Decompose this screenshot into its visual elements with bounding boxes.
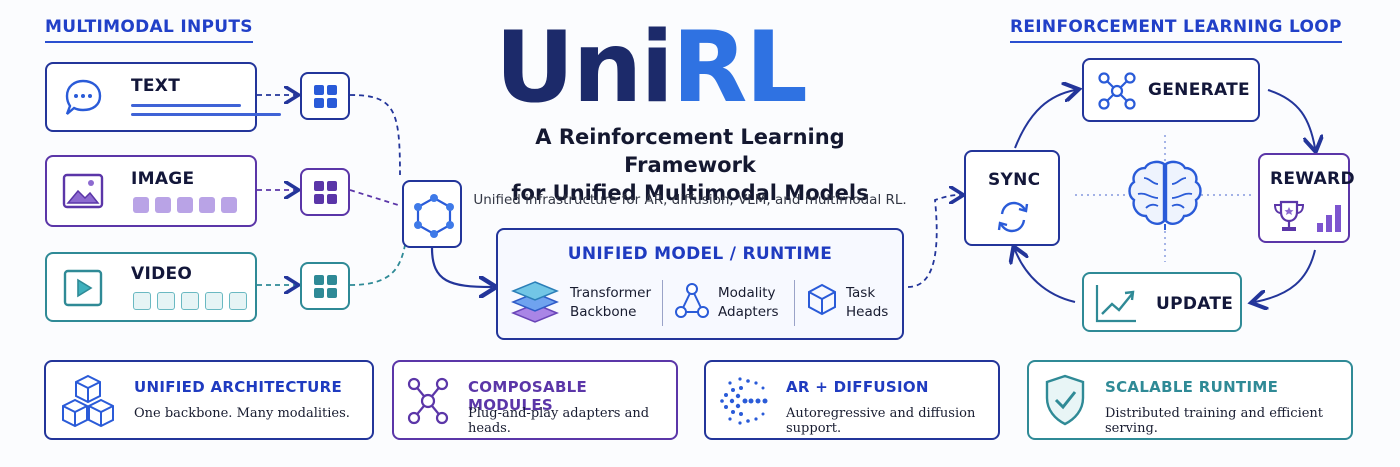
play-icon xyxy=(61,266,105,314)
runtime-item-line: Adapters xyxy=(718,304,779,320)
card-desc: One backbone. Many modalities. xyxy=(134,406,350,421)
reward-node[interactable]: REWARD xyxy=(1258,153,1355,243)
grid-icon xyxy=(313,274,339,304)
input-text-box[interactable]: TEXT xyxy=(45,62,281,132)
title-uni: Uni xyxy=(495,11,674,125)
dot-spiral-icon xyxy=(718,374,772,432)
rl-loop-heading: REINFORCEMENT LEARNING LOOP xyxy=(1010,17,1342,43)
video-token-4 xyxy=(205,292,223,310)
stacked-cubes-icon xyxy=(58,372,118,436)
molecule-network-icon xyxy=(1096,70,1138,116)
image-token-3 xyxy=(177,197,193,213)
sync-node[interactable]: SYNC xyxy=(964,150,1060,246)
chat-bubble-icon xyxy=(61,76,105,124)
subtitle-line-1: A Reinforcement Learning Framework xyxy=(535,125,845,177)
sync-label: SYNC xyxy=(988,170,1041,190)
card-scalable-runtime[interactable]: SCALABLE RUNTIME Distributed training an… xyxy=(1027,360,1353,440)
subtitle: A Reinforcement Learning Framework for U… xyxy=(470,123,910,207)
input-label-video: VIDEO xyxy=(131,264,193,284)
text-line-2 xyxy=(131,113,281,116)
video-token-2 xyxy=(157,292,175,310)
inputs-heading: MULTIMODAL INPUTS xyxy=(45,17,253,43)
tagline: Unified infrastructure for AR, diffusion… xyxy=(473,192,907,208)
card-composable-modules[interactable]: COMPOSABLE MODULES Plug-and-play adapter… xyxy=(392,360,678,440)
generate-node[interactable]: GENERATE xyxy=(1082,58,1260,122)
composable-network-icon xyxy=(406,374,450,432)
generate-label: GENERATE xyxy=(1148,80,1250,100)
image-encoder-node[interactable] xyxy=(300,168,350,216)
trophy-icon xyxy=(1272,199,1306,237)
subtitle-line-2: for Unified Multimodal Models xyxy=(511,181,869,205)
runtime-item-line: Modality xyxy=(718,285,776,301)
unified-runtime-box[interactable]: UNIFIED MODEL / RUNTIME Transformer Back… xyxy=(496,228,904,340)
card-unified-architecture[interactable]: UNIFIED ARCHITECTURE One backbone. Many … xyxy=(44,360,374,440)
bar-chart-icon xyxy=(1316,199,1346,237)
image-icon xyxy=(61,170,105,218)
runtime-item-transformer: Transformer Backbone xyxy=(570,284,651,322)
text-encoder-node[interactable] xyxy=(300,72,350,120)
card-desc: Distributed training and efficient servi… xyxy=(1105,406,1324,436)
video-token-3 xyxy=(181,292,199,310)
card-ar-diffusion[interactable]: AR + DIFFUSION Autoregressive and diffus… xyxy=(704,360,1000,440)
title-rl: RL xyxy=(671,11,808,125)
divider xyxy=(662,280,663,326)
video-token-5 xyxy=(229,292,247,310)
runtime-title: UNIFIED MODEL / RUNTIME xyxy=(567,244,833,264)
shield-check-icon xyxy=(1041,372,1089,432)
grid-icon xyxy=(313,180,339,210)
runtime-item-line: Transformer xyxy=(570,285,652,301)
layers-icon xyxy=(510,276,560,328)
card-desc: Plug-and-play adapters and heads. xyxy=(468,406,650,436)
card-title: SCALABLE RUNTIME xyxy=(1105,378,1279,396)
image-token-1 xyxy=(133,197,149,213)
fusion-hub-node[interactable] xyxy=(402,180,462,248)
hexagon-network-icon xyxy=(412,194,456,242)
image-token-2 xyxy=(155,197,171,213)
divider xyxy=(794,280,795,326)
image-token-4 xyxy=(199,197,215,213)
video-encoder-node[interactable] xyxy=(300,262,350,310)
image-token-5 xyxy=(221,197,237,213)
text-line-1 xyxy=(131,104,241,107)
cube-icon xyxy=(806,282,838,320)
video-token-1 xyxy=(133,292,151,310)
sync-arrows-icon xyxy=(994,198,1032,240)
input-label-text: TEXT xyxy=(131,76,181,96)
card-desc: Autoregressive and diffusion support. xyxy=(786,406,976,436)
runtime-item-heads: Task Heads xyxy=(846,284,888,322)
adapter-network-icon xyxy=(674,282,710,324)
reward-label: REWARD xyxy=(1270,169,1355,189)
runtime-item-line: Task xyxy=(846,285,876,301)
grid-icon xyxy=(313,84,339,114)
trend-chart-icon xyxy=(1094,282,1138,328)
brain-icon xyxy=(1124,158,1206,236)
input-label-image: IMAGE xyxy=(131,169,195,189)
page-title: UniRL xyxy=(495,18,808,118)
card-title: AR + DIFFUSION xyxy=(786,378,929,396)
card-title: COMPOSABLE MODULES xyxy=(468,378,588,414)
runtime-item-line: Heads xyxy=(846,304,889,320)
input-image-box[interactable]: IMAGE xyxy=(45,155,257,227)
update-node[interactable]: UPDATE xyxy=(1082,272,1242,332)
input-video-box[interactable]: VIDEO xyxy=(45,252,257,322)
runtime-item-adapters: Modality Adapters xyxy=(718,284,779,322)
update-label: UPDATE xyxy=(1156,294,1234,314)
runtime-item-line: Backbone xyxy=(570,304,637,320)
card-title: UNIFIED ARCHITECTURE xyxy=(134,378,343,396)
